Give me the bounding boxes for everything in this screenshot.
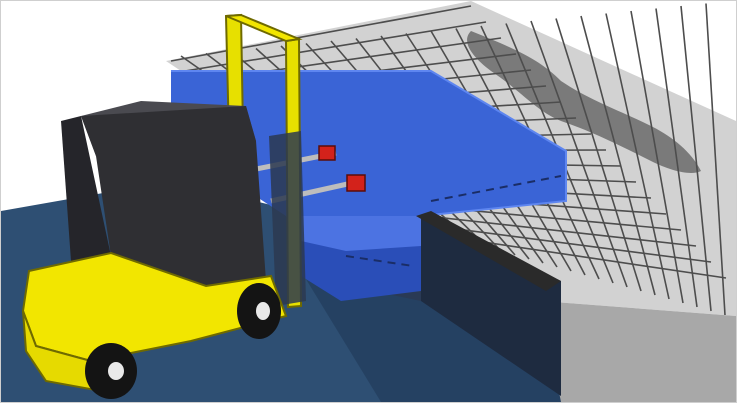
rebar-line [170,5,472,62]
platform-dash-1 [345,255,414,267]
forklift-cab-front [61,116,111,261]
platform-top [171,71,566,216]
rebar-line [580,15,656,296]
rebar-line [605,13,670,300]
dock-ledge [416,211,561,291]
slab-groove [467,31,701,173]
forklift-mast-top [225,13,303,43]
dock-wall-right [421,216,561,396]
rebar-line [555,18,642,292]
rebar-line [655,8,698,308]
forklift-cab [81,106,266,291]
concrete-slab-side [541,301,736,402]
platform-front-face [286,216,421,251]
rebar-line [705,3,726,316]
platform-edge [171,70,567,217]
front-wheel-hub [108,362,124,380]
forklift-carriage [269,131,306,306]
red-bracket-lower [346,174,366,192]
rebar-line [530,20,628,288]
forklift [21,13,306,399]
rebar-line [680,5,712,312]
red-bracket-upper [318,145,336,161]
rear-wheel-hub [256,302,270,320]
rebar-line [630,10,684,304]
dock-leveler-platform [171,70,567,301]
